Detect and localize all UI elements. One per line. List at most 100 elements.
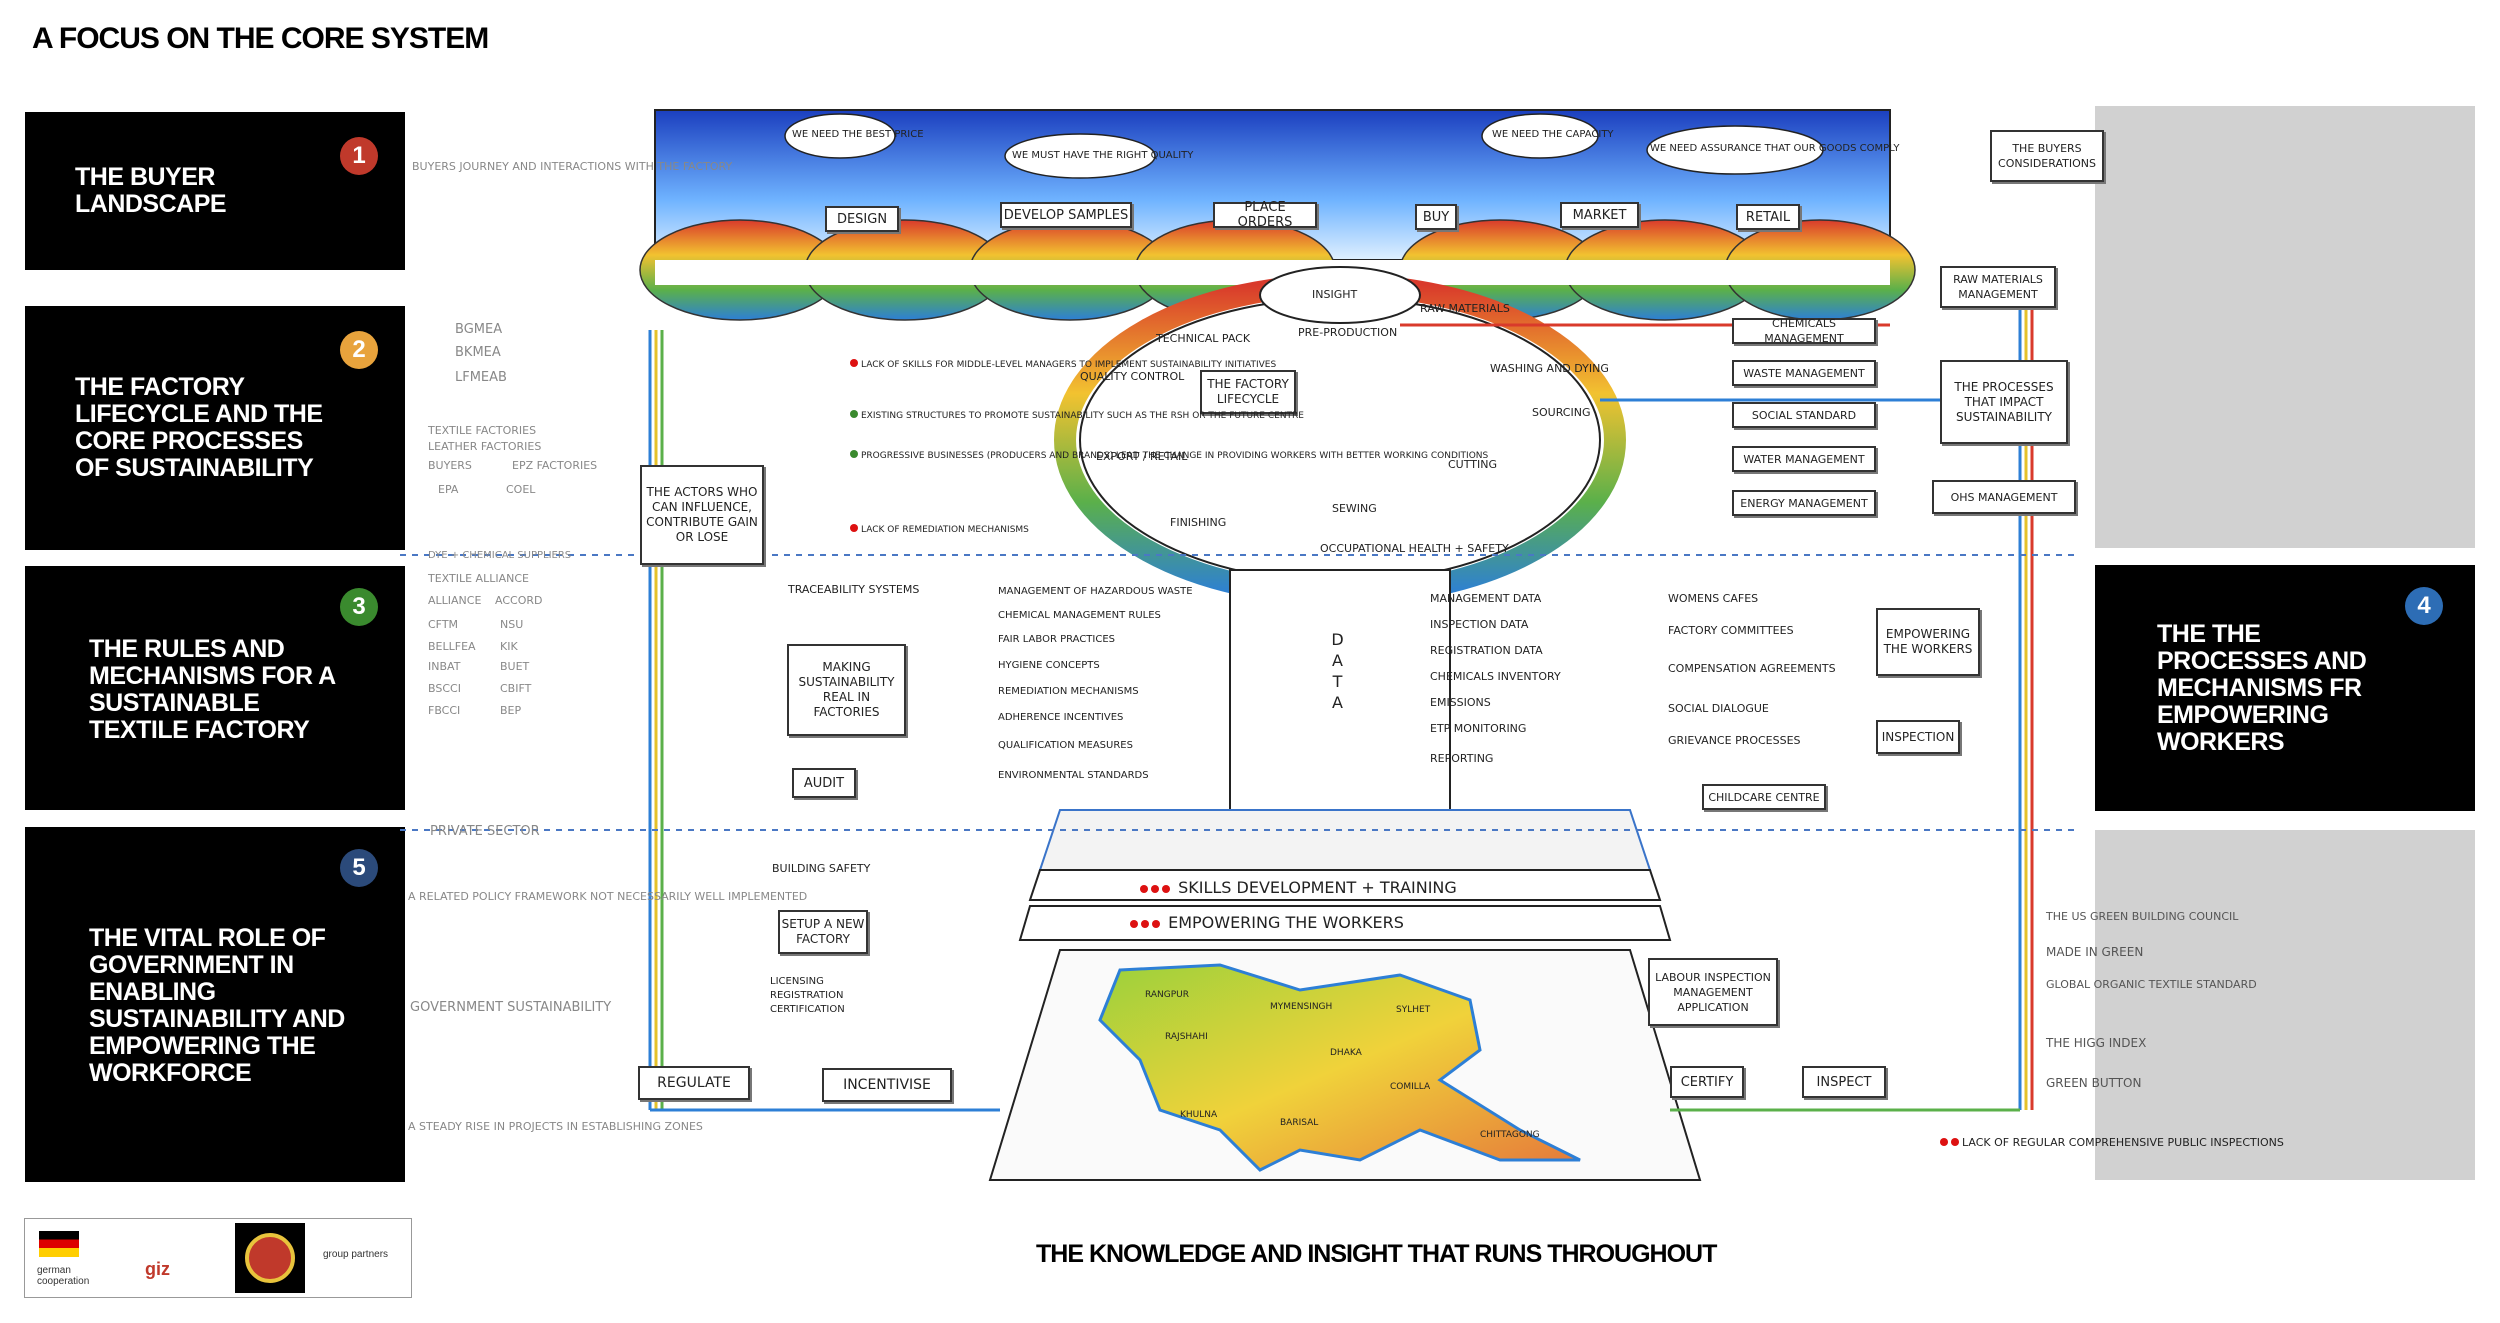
grid-platform <box>1038 809 1652 871</box>
actor-issue: PROGRESSIVE BUSINESSES (PRODUCERS AND BR… <box>850 448 1488 461</box>
illustration-canvas <box>400 109 2080 1181</box>
regulate-box[interactable]: REGULATE <box>638 1066 750 1100</box>
inspection-box[interactable]: INSPECTION <box>1876 720 1960 754</box>
greyed-area-top-right <box>2095 106 2475 548</box>
process-chemicals[interactable]: CHEMICALS MANAGEMENT <box>1732 317 1876 345</box>
faint-actor: INBAT <box>428 660 461 673</box>
faint-actor: LFMEAB <box>455 370 507 385</box>
panel-buyer-landscape[interactable]: THE BUYER LANDSCAPE 1 <box>25 112 405 270</box>
partner-logos: german cooperation giz group partners <box>24 1218 412 1298</box>
faint-actor: BEP <box>500 704 522 717</box>
panel-government-role[interactable]: THE VITAL ROLE OF GOVERNMENT IN ENABLING… <box>25 827 405 1182</box>
process-waste[interactable]: WASTE MANAGEMENT <box>1732 360 1876 386</box>
panel-label: THE THE PROCESSES AND MECHANISMS FR EMPO… <box>2157 620 2367 756</box>
labour-inspection-box[interactable]: LABOUR INSPECTION MANAGEMENT APPLICATION <box>1648 958 1778 1026</box>
process-social[interactable]: SOCIAL STANDARD <box>1732 402 1876 428</box>
faint-actor: BGMEA <box>455 322 503 337</box>
building-safety-label: BUILDING SAFETY <box>772 862 871 875</box>
panel-number-badge: 4 <box>2405 587 2443 625</box>
audit-box[interactable]: AUDIT <box>792 768 856 798</box>
panel-empowering-workers[interactable]: THE THE PROCESSES AND MECHANISMS FR EMPO… <box>2095 565 2475 811</box>
speech-bubble-text: WE NEED THE CAPACITY <box>1492 129 1614 140</box>
german-cooperation-logo-text: german cooperation <box>37 1265 90 1287</box>
panel-rules-mechanisms[interactable]: THE RULES AND MECHANISMS FOR A SUSTAINAB… <box>25 566 405 810</box>
making-sustainability-box[interactable]: MAKING SUSTAINABILITY REAL IN FACTORIES <box>787 644 906 736</box>
footer-caption: THE KNOWLEDGE AND INSIGHT THAT RUNS THRO… <box>1036 1240 1717 1268</box>
faint-actor: DYE + CHEMICAL SUPPLIERS <box>428 550 572 561</box>
lifecycle-step: PRE-PRODUCTION <box>1298 326 1398 339</box>
lifecycle-step: QUALITY CONTROL <box>1080 370 1185 383</box>
speech-bubble-text: WE NEED ASSURANCE THAT OUR GOODS COMPLY <box>1650 143 1900 154</box>
process-energy[interactable]: ENERGY MANAGEMENT <box>1732 490 1876 516</box>
core-system-illustration: DESIGN DEVELOP SAMPLES PLACE ORDERS BUY … <box>400 70 2320 1230</box>
insight-podium <box>1259 266 1421 324</box>
faint-actor: KIK <box>500 640 518 653</box>
inspect-box[interactable]: INSPECT <box>1802 1066 1886 1098</box>
rule-item: MANAGEMENT OF HAZARDOUS WASTE <box>998 586 1193 597</box>
faint-actor: COEL <box>506 483 536 496</box>
actor-issue-text: PROGRESSIVE BUSINESSES (PRODUCERS AND BR… <box>861 451 1489 461</box>
faint-note: BUYERS JOURNEY AND INTERACTIONS WITH THE… <box>412 160 733 173</box>
panel-number-badge: 2 <box>340 331 378 369</box>
buyer-step-buy[interactable]: BUY <box>1415 204 1457 230</box>
lifecycle-step: EXPORT / RETAIL <box>1096 450 1188 463</box>
lifecycle-step: TECHNICAL PACK <box>1156 332 1251 345</box>
buyer-step-design[interactable]: DESIGN <box>825 206 899 232</box>
faint-actor: ALLIANCE <box>428 594 482 607</box>
map-label: CHITTAGONG <box>1480 1130 1540 1140</box>
ohs-management-box[interactable]: OHS MANAGEMENT <box>1932 480 2076 514</box>
buyer-step-retail[interactable]: RETAIL <box>1736 204 1800 230</box>
process-water[interactable]: WATER MANAGEMENT <box>1732 446 1876 472</box>
map-label: KHULNA <box>1180 1110 1218 1120</box>
faint-box: PRIVATE SECTOR <box>430 824 540 839</box>
worker-item: WOMENS CAFES <box>1668 592 1759 605</box>
buyer-step-place-orders[interactable]: PLACE ORDERS <box>1213 200 1317 230</box>
childcare-box[interactable]: CHILDCARE CENTRE <box>1702 784 1826 810</box>
faint-actor: TEXTILE ALLIANCE <box>428 572 529 585</box>
panel-factory-lifecycle[interactable]: THE FACTORY LIFECYCLE AND THE CORE PROCE… <box>25 306 405 550</box>
impact-processes-box[interactable]: THE PROCESSES THAT IMPACT SUSTAINABILITY <box>1940 360 2068 444</box>
raw-materials-box[interactable]: RAW MATERIALS MANAGEMENT <box>1940 266 2056 308</box>
faint-actor: EPZ FACTORIES <box>512 459 598 472</box>
speech-bubble <box>1646 125 1824 175</box>
buyer-step-develop-samples[interactable]: DEVELOP SAMPLES <box>1000 202 1132 228</box>
faint-actor: NSU <box>500 618 524 631</box>
lifecycle-step: WASHING AND DYING <box>1490 362 1609 375</box>
setup-factory-box[interactable]: SETUP A NEW FACTORY <box>778 910 868 954</box>
map-label: RANGPUR <box>1145 990 1190 1000</box>
giz-logo: giz <box>145 1259 170 1279</box>
incentivise-box[interactable]: INCENTIVISE <box>822 1068 952 1102</box>
certify-box[interactable]: CERTIFY <box>1670 1066 1744 1098</box>
group-partners-logo: group partners <box>323 1249 389 1260</box>
buyer-step-market[interactable]: MARKET <box>1560 202 1639 228</box>
actor-issue-text: LACK OF SKILLS FOR MIDDLE-LEVEL MANAGERS… <box>861 360 1277 370</box>
licensing-item: CERTIFICATION <box>770 1004 845 1015</box>
actors-box[interactable]: THE ACTORS WHO CAN INFLUENCE, CONTRIBUTE… <box>640 465 764 565</box>
data-item: MANAGEMENT DATA <box>1430 592 1542 605</box>
panel-label: THE VITAL ROLE OF GOVERNMENT IN ENABLING… <box>89 924 345 1087</box>
actor-issue: EXISTING STRUCTURES TO PROMOTE SUSTAINAB… <box>850 408 1304 421</box>
bottom-note-text: LACK OF REGULAR COMPREHENSIVE PUBLIC INS… <box>1962 1136 2284 1149</box>
speech-bubble-text: WE MUST HAVE THE RIGHT QUALITY <box>1012 150 1194 161</box>
buyers-considerations-box[interactable]: THE BUYERS CONSIDERATIONS <box>1990 130 2104 182</box>
licensing-item: LICENSING <box>770 976 824 987</box>
faint-actor: BKMEA <box>455 345 501 360</box>
data-item: ETP MONITORING <box>1430 722 1527 735</box>
data-item: REPORTING <box>1430 752 1494 765</box>
skills-bar: SKILLS DEVELOPMENT + TRAINING <box>1140 878 1457 897</box>
lifecycle-title: THE FACTORY LIFECYCLE <box>1200 370 1296 414</box>
empowering-workers-box[interactable]: EMPOWERING THE WORKERS <box>1876 608 1980 676</box>
bangladesh-map <box>1098 963 1581 1172</box>
panel-label: THE FACTORY LIFECYCLE AND THE CORE PROCE… <box>75 373 323 482</box>
rule-item: ADHERENCE INCENTIVES <box>998 712 1124 723</box>
faint-note: A STEADY RISE IN PROJECTS IN ESTABLISHIN… <box>408 1120 703 1133</box>
worker-item: FACTORY COMMITTEES <box>1668 624 1794 637</box>
panel-label: THE BUYER LANDSCAPE <box>75 163 227 218</box>
empowering-bar-text: EMPOWERING THE WORKERS <box>1168 913 1404 932</box>
panel-number-badge: 5 <box>340 849 378 887</box>
standard-item: MADE IN GREEN <box>2046 945 2144 959</box>
rule-item: CHEMICAL MANAGEMENT RULES <box>998 610 1161 621</box>
data-item: REGISTRATION DATA <box>1430 644 1543 657</box>
lifecycle-step: OCCUPATIONAL HEALTH + SAFETY <box>1320 542 1509 555</box>
panel-label: THE RULES AND MECHANISMS FOR A SUSTAINAB… <box>89 635 335 744</box>
